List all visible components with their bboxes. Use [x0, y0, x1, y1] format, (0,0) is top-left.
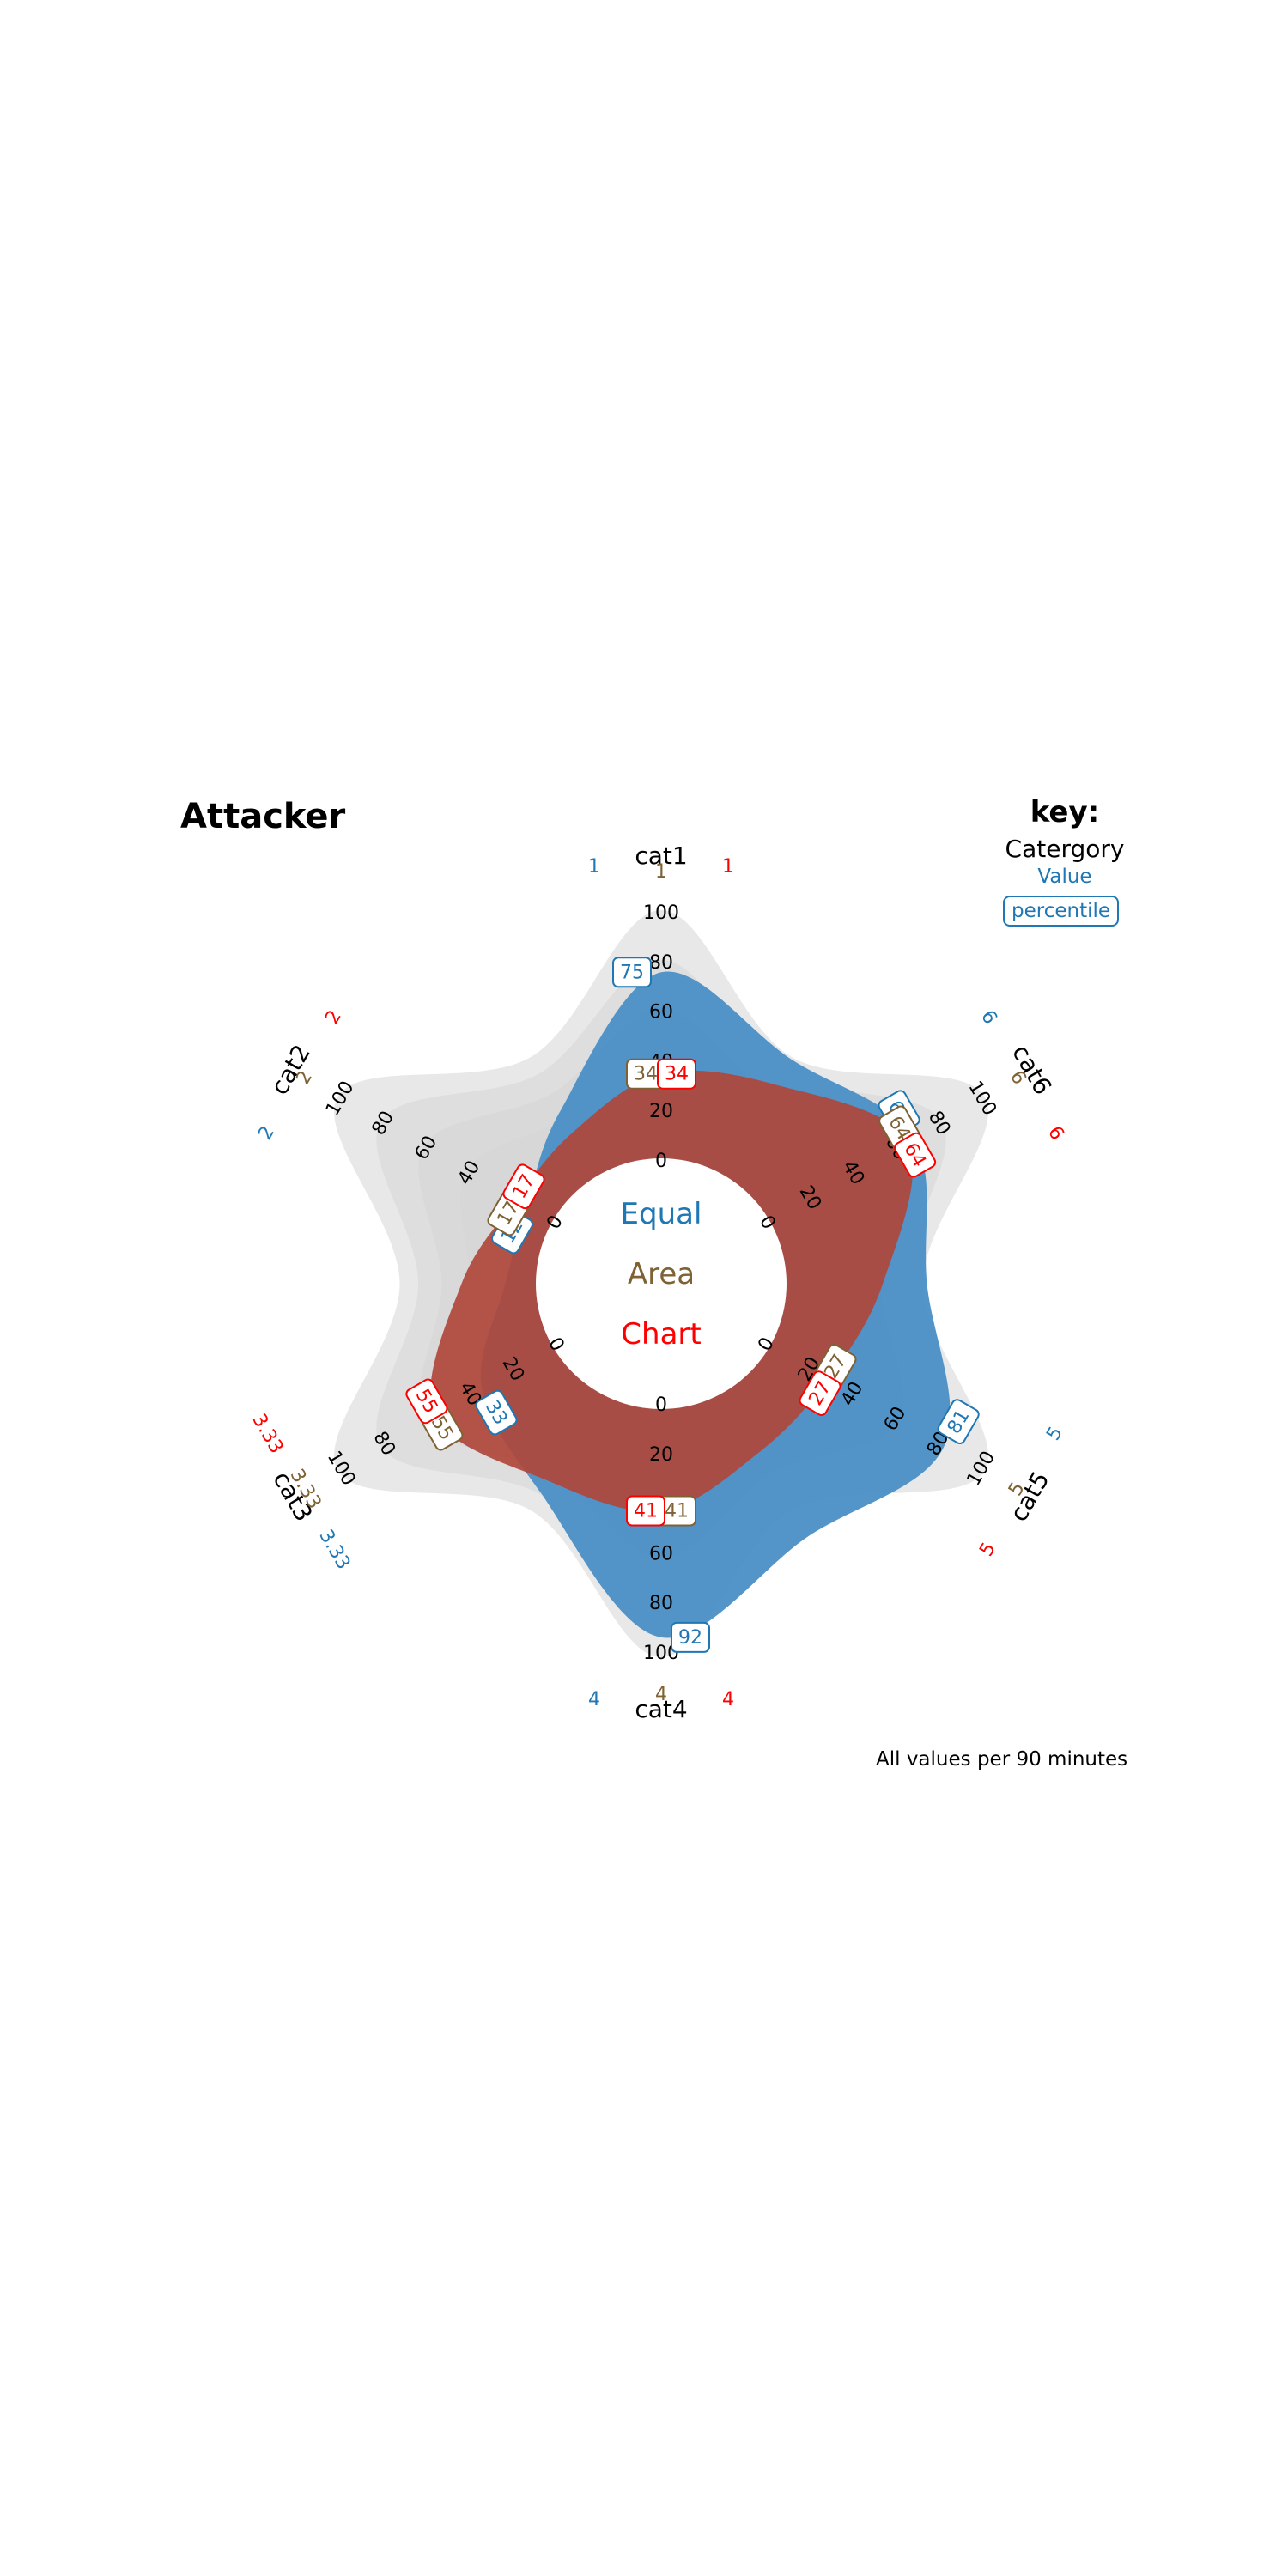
category-label-cat4: cat4	[635, 1695, 687, 1723]
value-label: 3.33	[314, 1526, 354, 1573]
percentile-box: 75	[612, 957, 652, 988]
tick-label: 100	[643, 902, 679, 924]
percentile-label: 34	[665, 1064, 689, 1085]
percentile-box: 17	[502, 1163, 545, 1210]
category-label-cat1: cat1	[635, 841, 687, 870]
tick-label: 80	[649, 1593, 673, 1614]
value-label: 4	[655, 1684, 667, 1705]
category-label-cat2: cat2	[265, 1040, 316, 1100]
value-label: 6	[976, 1006, 1001, 1028]
percentile-box: 64	[894, 1132, 937, 1178]
key-percentile-label: percentile	[1003, 896, 1120, 927]
percentile-box: 34	[657, 1058, 696, 1090]
tick-label: 80	[649, 952, 673, 974]
key-value-label: Value	[1037, 866, 1092, 888]
category-label-cat6: cat6	[1006, 1040, 1057, 1100]
percentile-label: 41	[634, 1501, 658, 1522]
value-label: 5	[975, 1539, 1000, 1560]
center-word-3: Chart	[621, 1317, 701, 1352]
value-label: 6	[1043, 1122, 1068, 1144]
percentile-box: 33	[475, 1389, 518, 1436]
tick-label: 0	[655, 1394, 667, 1416]
center-hole	[536, 1158, 787, 1409]
percentile-box: 41	[626, 1495, 665, 1527]
tick-label: 60	[649, 1543, 673, 1564]
value-label: 5	[1042, 1423, 1067, 1444]
percentile-box: 55	[405, 1378, 448, 1425]
value-label: 2	[254, 1122, 279, 1144]
value-label: 4	[722, 1689, 734, 1710]
value-label: 2	[321, 1006, 346, 1028]
percentile-box: 92	[671, 1621, 710, 1653]
percentile-label: 75	[620, 962, 644, 983]
value-label: 3.33	[247, 1410, 287, 1457]
key-title: key:	[1030, 795, 1100, 829]
percentile-label: 34	[634, 1064, 658, 1085]
chart-title: Attacker	[180, 797, 346, 836]
key-category-label: Catergory	[1005, 835, 1125, 863]
tick-label: 20	[649, 1101, 673, 1122]
tick-label: 20	[649, 1444, 673, 1466]
value-label: 1	[722, 856, 734, 878]
center-word-1: Equal	[621, 1197, 702, 1231]
percentile-label: 92	[678, 1627, 702, 1649]
value-label: 1	[588, 856, 600, 878]
value-label: 4	[588, 1689, 600, 1710]
category-label-cat5: cat5	[1004, 1467, 1054, 1527]
footer-note: All values per 90 minutes	[876, 1748, 1128, 1771]
tick-label: 60	[649, 1002, 673, 1024]
value-label: 1	[655, 861, 667, 883]
center-word-2: Area	[628, 1257, 695, 1291]
percentile-label: 41	[665, 1501, 689, 1522]
percentile-box: 81	[937, 1399, 980, 1444]
percentile-box: 27	[799, 1370, 841, 1416]
tick-label: 0	[655, 1151, 667, 1172]
